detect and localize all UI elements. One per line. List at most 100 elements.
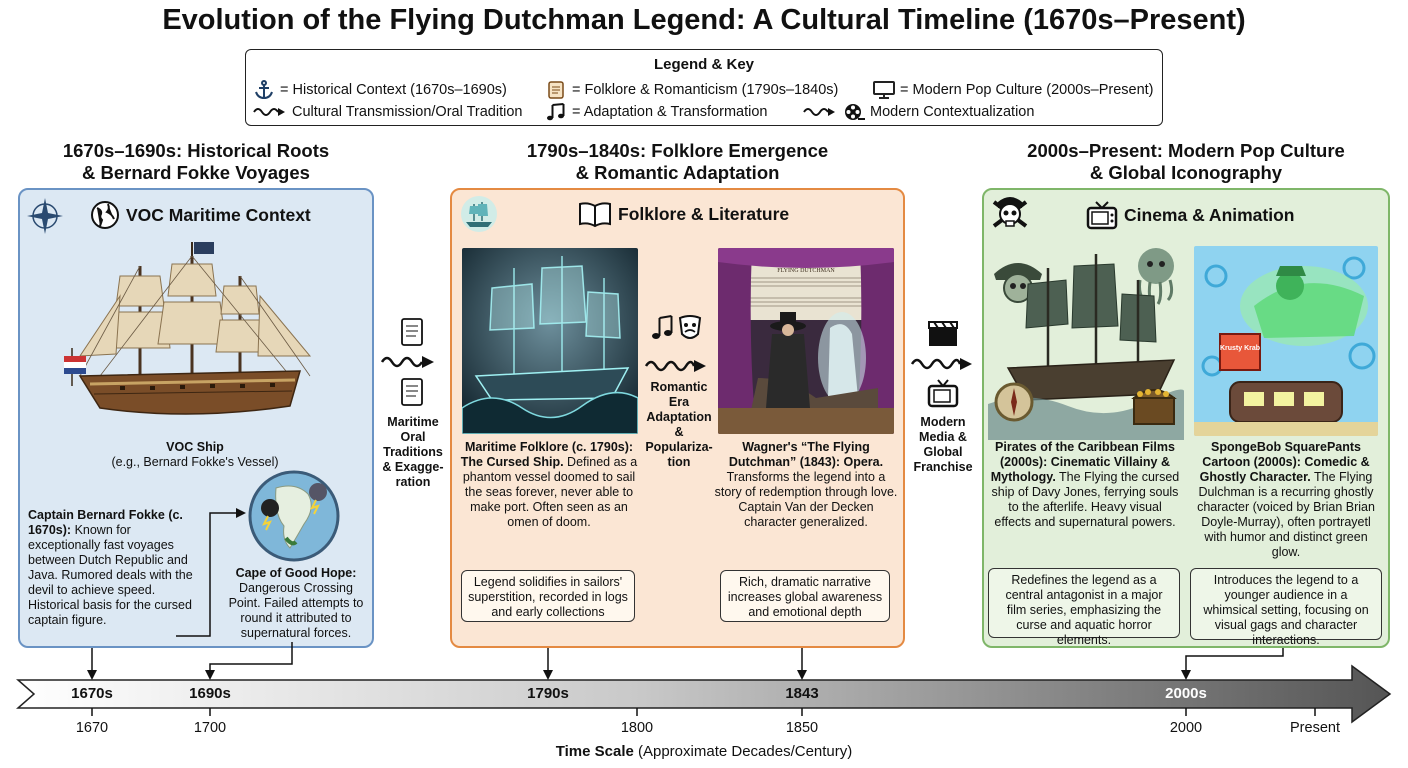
era-title-folklore: 1790s–1840s: Folklore Emergence & Romant… [450,140,905,184]
wagner-opera-body: Transforms the legend into a story of re… [714,470,898,529]
ghost-ship-icon [461,196,497,232]
tick-label-present: Present [1290,720,1340,736]
transition3-label: Modern Media & Global Franchise [908,415,978,475]
panel-modern-header: Cinema & Animation [1086,200,1294,230]
tick-label-1670: 1670 [75,720,109,736]
spongebob-text: SpongeBob SquarePants Cartoon (2000s): C… [1190,440,1382,560]
open-book-icon [579,202,611,228]
pirates-text: Pirates of the Caribbean Films (2000s): … [990,440,1180,530]
scroll-icon-transition1-top [401,318,423,346]
scroll-icon [548,81,564,99]
transition2-line2: Era [668,395,690,409]
transition2-line5: Populariza- [645,440,713,454]
wagner-opera-note: Rich, dramatic narrative increases globa… [720,570,890,622]
time-scale-text: (Approximate Decades/Century) [633,743,853,760]
legend-item-modern: = Modern Pop Culture (2000s–Present) [872,80,1154,100]
legend-item-contextualization: Modern Contextualization [802,102,1034,122]
transition2-line3: Adaptation [646,410,712,424]
ship-caption: VOC Ship (e.g., Bernard Fokke's Vessel) [40,440,350,470]
panel-folklore-title: Folklore & Literature [618,203,790,224]
cape-globe-illustration [248,470,340,562]
panel-historical-title: VOC Maritime Context [126,204,311,225]
time-scale-bold: Time Scale [555,743,634,760]
spongebob-note: Introduces the legend to a younger audie… [1190,568,1382,647]
decade-label-1690s: 1690s [189,685,231,702]
ship-caption-text: (e.g., Bernard Fokke's Vessel) [111,455,279,469]
tick-label-2000: 2000 [1169,720,1203,736]
pirates-note: Redefines the legend as a central antago… [988,568,1180,647]
sheet-music-label: FLYING DUTCHMAN [777,268,835,274]
wavy-arrow-transition3 [910,358,972,370]
captain-fokke-heading: Captain Bernard Fokke (c. 1670s): [28,508,183,537]
spongebob-body: The Flying Dulchman is a recurring ghost… [1197,470,1375,559]
voc-ship-illustration [64,242,312,415]
maritime-folklore-note: Legend solidifies in sailors' superstiti… [461,570,635,622]
era-title-modern-line2: & Global Iconography [1089,162,1283,183]
wagner-opera-image: FLYING DUTCHMAN [718,248,894,434]
wavy-arrow-icon [253,108,285,116]
decade-label-1843: 1843 [785,685,819,702]
legend-item-historical: = Historical Context (1670s–1690s) [252,80,507,100]
transition2-label: Romantic Era Adaptation & Populariza- ti… [640,380,718,470]
era-title-modern-line1: 2000s–Present: Modern Pop Culture [1027,140,1345,161]
transition2-line1: Romantic [650,380,708,394]
transition2-line6: tion [667,455,691,469]
tick-label-1800: 1800 [620,720,654,736]
captain-fokke-body: Known for exceptionally fast voyages bet… [28,523,193,627]
tick-label-1700: 1700 [193,720,227,736]
transition3-line4: Franchise [913,460,973,474]
monitor-icon [873,81,895,99]
film-reel-icon [845,104,865,120]
decade-label-1790s: 1790s [527,685,569,702]
era-title-historical-line2: & Bernard Fokke Voyages [82,162,310,183]
scroll-icon-transition1-bottom [401,378,423,406]
wavy-arrow-small-icon [803,108,835,116]
transition3-line2: Media & [919,430,967,444]
retro-tv-icon [1086,201,1118,230]
pirates-body: The Flying the cursed ship of Davy Jones… [991,470,1180,529]
legend-heading: Legend & Key [653,56,755,73]
panel-modern-title: Cinema & Animation [1124,204,1295,225]
music-notes-icon [547,103,565,121]
wavy-arrow-transition2 [644,360,706,372]
transition3-line3: Global [923,445,963,459]
legend-label-contextualization: Modern Contextualization [870,104,1035,120]
transition3-line1: Modern [920,415,966,429]
ship-caption-bold: VOC Ship [166,440,224,454]
legend-box: Legend & Key = Historical Context (1670s… [245,49,1163,126]
transition1-line1: Maritime [387,415,439,429]
era-title-folklore-line2: & Romantic Adaptation [575,162,780,183]
maritime-folklore-text: Maritime Folklore (c. 1790s): The Cursed… [458,440,640,530]
wagner-opera-text: Wagner's “The Flying Dutchman” (1843): O… [714,440,898,530]
captain-fokke-text: Captain Bernard Fokke (c. 1670s): Known … [28,508,198,628]
era-title-historical: 1670s–1690s: Historical Roots & Bernard … [18,140,374,184]
panel-historical-header: VOC Maritime Context [90,200,311,230]
cursed-ship-image [462,248,638,434]
music-theater-icon [652,315,702,339]
transition1-line2: Oral [400,430,426,444]
maritime-folklore-body: Defined as a phantom vessel doomed to sa… [462,455,638,529]
legend-item-adaptation: = Adaptation & Transformation [544,102,767,122]
transition1-line5: ration [395,475,431,489]
spongebob-heading: SpongeBob SquarePants Cartoon (2000s): C… [1199,440,1370,484]
anchor-icon [255,80,273,100]
transition1-line4: & Exagge- [382,460,444,474]
pirates-heading: Pirates of the Caribbean Films (2000s): … [990,440,1175,484]
transition1-label: Maritime Oral Traditions & Exagge- ratio… [376,415,450,490]
timeline-arrow [16,664,1392,724]
maritime-folklore-heading: Maritime Folklore (c. 1790s): The Cursed… [460,440,634,469]
time-scale-caption: Time Scale (Approximate Decades/Century) [0,743,1408,760]
cape-good-hope-body: Dangerous Crossing Point. Failed attempt… [228,581,364,640]
tv-icon-transition3 [927,379,959,408]
decade-label-2000s: 2000s [1165,685,1207,702]
era-title-folklore-line1: 1790s–1840s: Folklore Emergence [526,140,829,161]
transition1-line3: Traditions [383,445,443,459]
tick-label-1850: 1850 [785,720,819,736]
legend-label-adaptation: = Adaptation & Transformation [572,104,768,120]
legend-label-folklore: = Folklore & Romanticism (1790s–1840s) [572,82,839,98]
decade-label-1670s: 1670s [71,685,113,702]
skull-crossbones-icon [992,197,1028,228]
legend-item-transmission: Cultural Transmission/Oral Tradition [252,102,522,122]
era-title-modern: 2000s–Present: Modern Pop Culture & Glob… [970,140,1402,184]
compass-rose-icon [27,198,63,234]
